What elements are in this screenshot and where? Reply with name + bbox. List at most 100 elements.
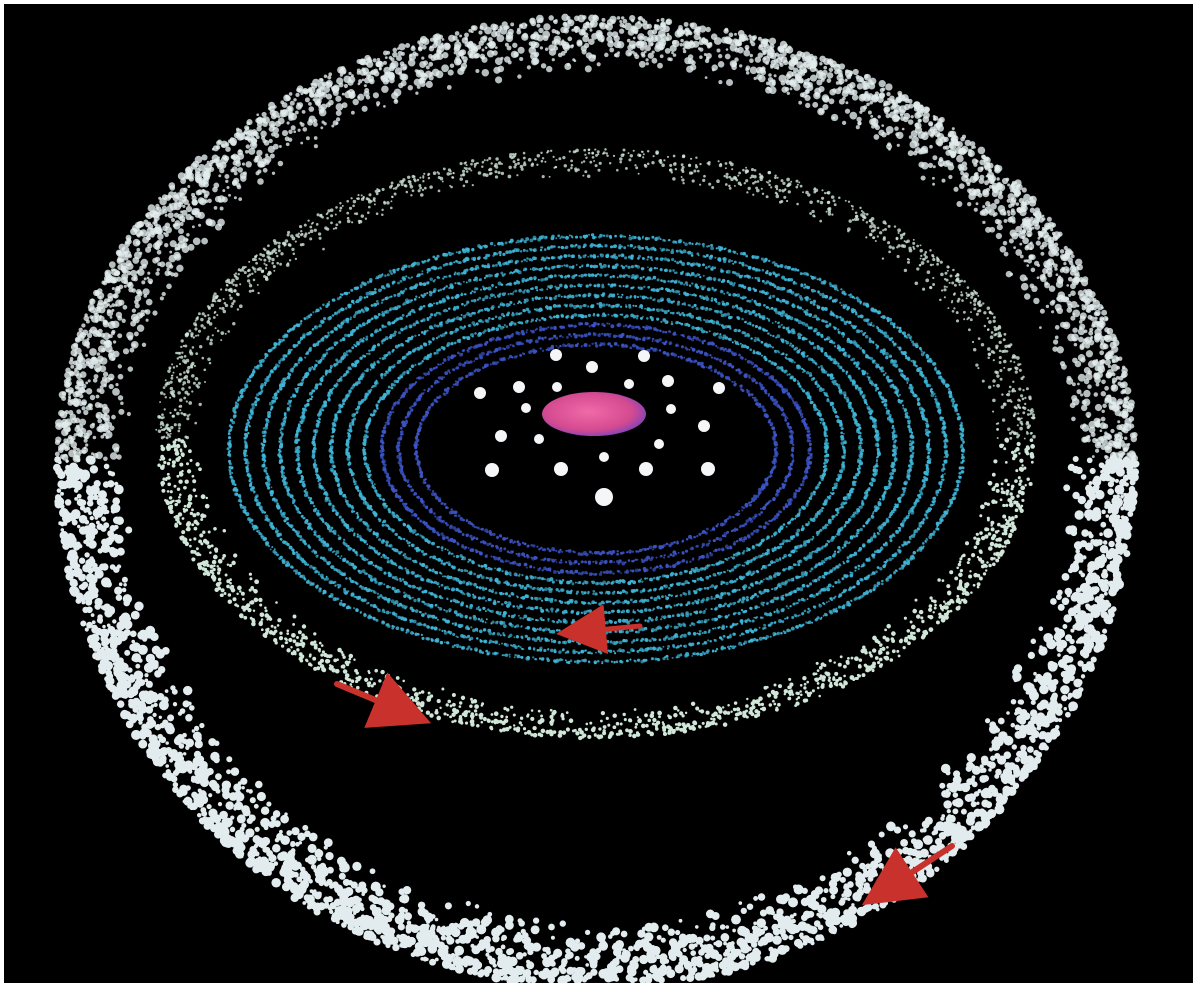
outer-particle (1033, 213, 1037, 217)
outer-particle (1057, 346, 1064, 353)
outer-particle (228, 194, 231, 197)
outer-particle (764, 933, 774, 943)
outer-particle (146, 681, 153, 688)
outer-particle (564, 50, 567, 53)
outer-particle (75, 541, 81, 547)
outer-particle (686, 30, 691, 35)
outer-particle (1011, 208, 1015, 212)
outer-particle (135, 664, 140, 669)
outer-particle (610, 931, 615, 936)
outer-particle (1090, 307, 1094, 311)
outer-particle (116, 594, 123, 601)
outer-particle (622, 948, 626, 952)
outer-particle (1063, 484, 1070, 491)
outer-particle (1033, 672, 1037, 676)
outer-particle (555, 19, 558, 22)
outer-particle (207, 768, 214, 775)
outer-particle (554, 44, 557, 47)
outer-particle (1098, 579, 1106, 587)
outer-particle (1060, 361, 1065, 366)
outer-particle (171, 218, 175, 222)
outer-particle (1006, 178, 1010, 182)
outer-particle (531, 925, 540, 934)
outer-particle (323, 897, 330, 904)
outer-particle (146, 319, 149, 322)
outer-particle (900, 839, 908, 847)
outer-particle (474, 921, 479, 926)
outer-particle (426, 81, 433, 88)
outer-particle (179, 215, 185, 221)
outer-particle (344, 84, 348, 88)
outer-particle (249, 814, 252, 817)
outer-particle (517, 74, 521, 78)
outer-particle (1033, 298, 1039, 304)
outer-particle (686, 66, 693, 73)
outer-particle (1022, 220, 1028, 226)
outer-particle (554, 46, 559, 51)
outer-particle (1027, 682, 1032, 687)
outer-particle (978, 193, 983, 198)
outer-particle (908, 150, 914, 156)
outer-particle (581, 30, 586, 35)
outer-particle (103, 433, 106, 436)
outer-particle (921, 175, 926, 180)
outer-particle (571, 967, 577, 973)
outer-particle (874, 123, 879, 128)
outer-particle (156, 239, 162, 245)
outer-particle (879, 831, 885, 837)
outer-particle (305, 895, 315, 905)
outer-particle (192, 196, 197, 201)
outer-particle (70, 399, 75, 404)
outer-particle (222, 780, 231, 789)
outer-particle (878, 115, 881, 118)
outer-particle (1087, 664, 1095, 672)
outer-particle (1080, 393, 1083, 396)
outer-particle (960, 843, 967, 850)
outer-particle (1003, 751, 1011, 759)
outer-particle (1083, 398, 1091, 406)
outer-particle (351, 111, 355, 115)
outer-particle (659, 46, 664, 51)
outer-particle (108, 471, 113, 476)
outer-particle (832, 929, 837, 934)
outer-particle (86, 320, 90, 324)
outer-particle (1115, 578, 1120, 583)
outer-particle (95, 368, 100, 373)
outer-particle (80, 620, 86, 626)
outer-particle (278, 161, 284, 167)
outer-particle (628, 946, 634, 952)
outer-particle (373, 58, 377, 62)
outer-particle (1084, 339, 1087, 342)
outer-particle (94, 652, 103, 661)
diagram-frame (4, 4, 1193, 983)
outer-particle (787, 71, 794, 78)
outer-particle (793, 884, 798, 889)
outer-particle (1087, 566, 1094, 573)
outer-particle (189, 806, 193, 810)
outer-particle (441, 935, 446, 940)
outer-particle (425, 958, 428, 961)
outer-particle (365, 62, 368, 65)
outer-particle (646, 62, 649, 65)
outer-particle (1099, 350, 1104, 355)
outer-particle (122, 319, 126, 323)
outer-particle (146, 232, 151, 237)
outer-particle (726, 925, 730, 929)
outer-particle (314, 892, 322, 900)
outer-particle (361, 887, 368, 894)
outer-particle (79, 419, 86, 426)
outer-particle (1039, 326, 1042, 329)
outer-particle (933, 165, 936, 168)
outer-particle (138, 679, 145, 686)
outer-particle (1008, 213, 1011, 216)
outer-particle (123, 280, 128, 285)
outer-particle (66, 468, 71, 473)
outer-particle (385, 79, 389, 83)
outer-particle (617, 16, 621, 20)
outer-particle (1073, 456, 1079, 462)
outer-particle (335, 96, 341, 102)
outer-particle (60, 522, 65, 527)
outer-particle (327, 75, 331, 79)
outer-particle (815, 92, 820, 97)
outer-particle (173, 272, 178, 277)
